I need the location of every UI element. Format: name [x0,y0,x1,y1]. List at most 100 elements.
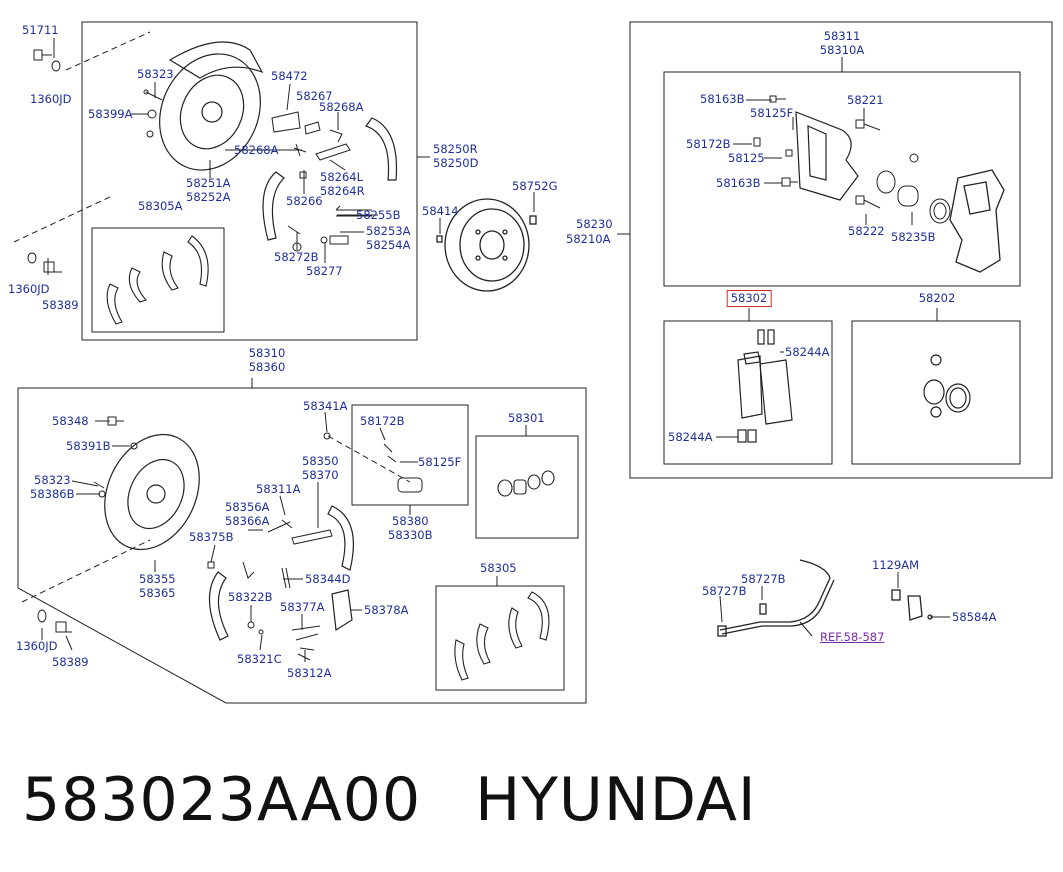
brake-parts-diagram [13,21,1053,704]
label-58254a[interactable]: 58254A [366,238,411,252]
label-58235b[interactable]: 58235B [891,230,936,244]
brake-shoes-bottom [208,505,354,641]
label-1129am[interactable]: 1129AM [872,558,920,572]
brake-shoe-kit-bottom [454,591,550,681]
label-58255b[interactable]: 58255B [356,208,401,222]
label-58250d[interactable]: 58250D [433,156,479,170]
label-58355[interactable]: 58355 [139,572,176,586]
label-58322b[interactable]: 58322B [228,590,273,604]
caliper-small-parts [753,95,951,224]
caliper-bracket [795,111,859,201]
dashed-links [13,31,411,603]
label-58264l[interactable]: 58264L [320,170,363,184]
label-58230[interactable]: 58230 [576,217,613,231]
label-58264r[interactable]: 58264R [320,184,365,198]
label-58272b[interactable]: 58272B [274,250,319,264]
label-58584a[interactable]: 58584A [952,610,997,624]
label-58414[interactable]: 58414 [422,204,459,218]
label-58391b[interactable]: 58391B [66,439,111,453]
reference-link[interactable]: REF.58-587 [820,630,885,644]
label-58323[interactable]: 58323 [34,473,71,487]
label-58727b[interactable]: 58727B [702,584,747,598]
label-58266[interactable]: 58266 [286,194,323,208]
label-1360jd[interactable]: 1360JD [8,282,50,296]
label-58277[interactable]: 58277 [306,264,343,278]
label-58301[interactable]: 58301 [508,411,545,425]
brake-shoe-kit-box-bottom [435,585,565,691]
label-58250r[interactable]: 58250R [433,142,478,156]
label-1360jd[interactable]: 1360JD [30,92,72,106]
seal-kit [923,354,971,418]
label-1360jd[interactable]: 1360JD [16,639,58,653]
label-58268a[interactable]: 58268A [319,100,364,114]
label-58377a[interactable]: 58377A [280,600,325,614]
label-58360[interactable]: 58360 [248,360,286,374]
label-58344d[interactable]: 58344D [305,572,351,586]
label-58210a[interactable]: 58210A [566,232,611,246]
label-58172b[interactable]: 58172B [360,414,405,428]
label-58222[interactable]: 58222 [848,224,885,238]
label-58302-highlighted[interactable]: 58302 [726,290,772,307]
label-58310[interactable]: 58310 [248,346,286,360]
label-58399a[interactable]: 58399A [88,107,133,121]
backing-plate-top [159,41,264,171]
label-58244a[interactable]: 58244A [785,345,830,359]
brake-pads [737,329,793,443]
label-58386b[interactable]: 58386B [30,487,75,501]
label-58221[interactable]: 58221 [847,93,884,107]
label-58366a[interactable]: 58366A [225,514,270,528]
brake-disc [436,198,537,292]
label-58251a[interactable]: 58251A [186,176,231,190]
label-58267[interactable]: 58267 [296,89,333,103]
brand-name: HYUNDAI [475,765,757,835]
label-58268a[interactable]: 58268A [234,143,279,157]
label-58323[interactable]: 58323 [137,67,174,81]
label-58125f[interactable]: 58125F [750,106,794,120]
label-58472[interactable]: 58472 [271,69,308,83]
label-58378a[interactable]: 58378A [364,603,409,617]
label-58356a[interactable]: 58356A [225,500,270,514]
label-58305[interactable]: 58305 [480,561,517,575]
label-58389[interactable]: 58389 [42,298,79,312]
label-58370[interactable]: 58370 [302,468,339,482]
bolt-51711 [33,49,61,72]
brake-shoe-kit-box-top [91,227,225,333]
label-58125f[interactable]: 58125F [418,455,462,469]
label-58305a[interactable]: 58305A [138,199,183,213]
label-58330b[interactable]: 58330B [388,528,433,542]
caliper-housing [949,169,1005,273]
label-58752g[interactable]: 58752G [512,179,558,193]
label-58252a[interactable]: 58252A [186,190,231,204]
label-58341a[interactable]: 58341A [303,399,348,413]
seal-kit-box [851,320,1021,465]
label-58321c[interactable]: 58321C [237,652,282,666]
label-58125[interactable]: 58125 [728,151,765,165]
label-58365[interactable]: 58365 [139,586,176,600]
cylinder-kit-box [475,435,579,539]
part-number: 583023AA00 [22,765,422,835]
brake-pad-box [663,320,833,465]
label-58389[interactable]: 58389 [52,655,89,669]
label-58375b[interactable]: 58375B [189,530,234,544]
rear-brake-assembly-box [17,387,587,704]
label-58380[interactable]: 58380 [392,514,429,528]
front-caliper-box [629,21,1053,479]
label-58244a[interactable]: 58244A [668,430,713,444]
label-58310a[interactable]: 58310A [819,43,865,57]
label-58348[interactable]: 58348 [52,414,89,428]
label-58311a[interactable]: 58311A [256,482,301,496]
label-58163b[interactable]: 58163B [716,176,761,190]
backing-plate-bottom [104,433,200,551]
label-58172b[interactable]: 58172B [686,137,731,151]
label-58727b[interactable]: 58727B [741,572,786,586]
label-58350[interactable]: 58350 [302,454,339,468]
label-58312a[interactable]: 58312A [287,666,332,680]
label-58311[interactable]: 58311 [823,29,861,43]
label-58253a[interactable]: 58253A [366,224,411,238]
cylinder-kit-parts [497,470,555,497]
label-58163b[interactable]: 58163B [700,92,745,106]
label-58202[interactable]: 58202 [918,291,956,305]
small-parts-bottom [93,416,423,661]
label-51711[interactable]: 51711 [22,23,59,37]
brake-shoes-top [262,117,398,241]
